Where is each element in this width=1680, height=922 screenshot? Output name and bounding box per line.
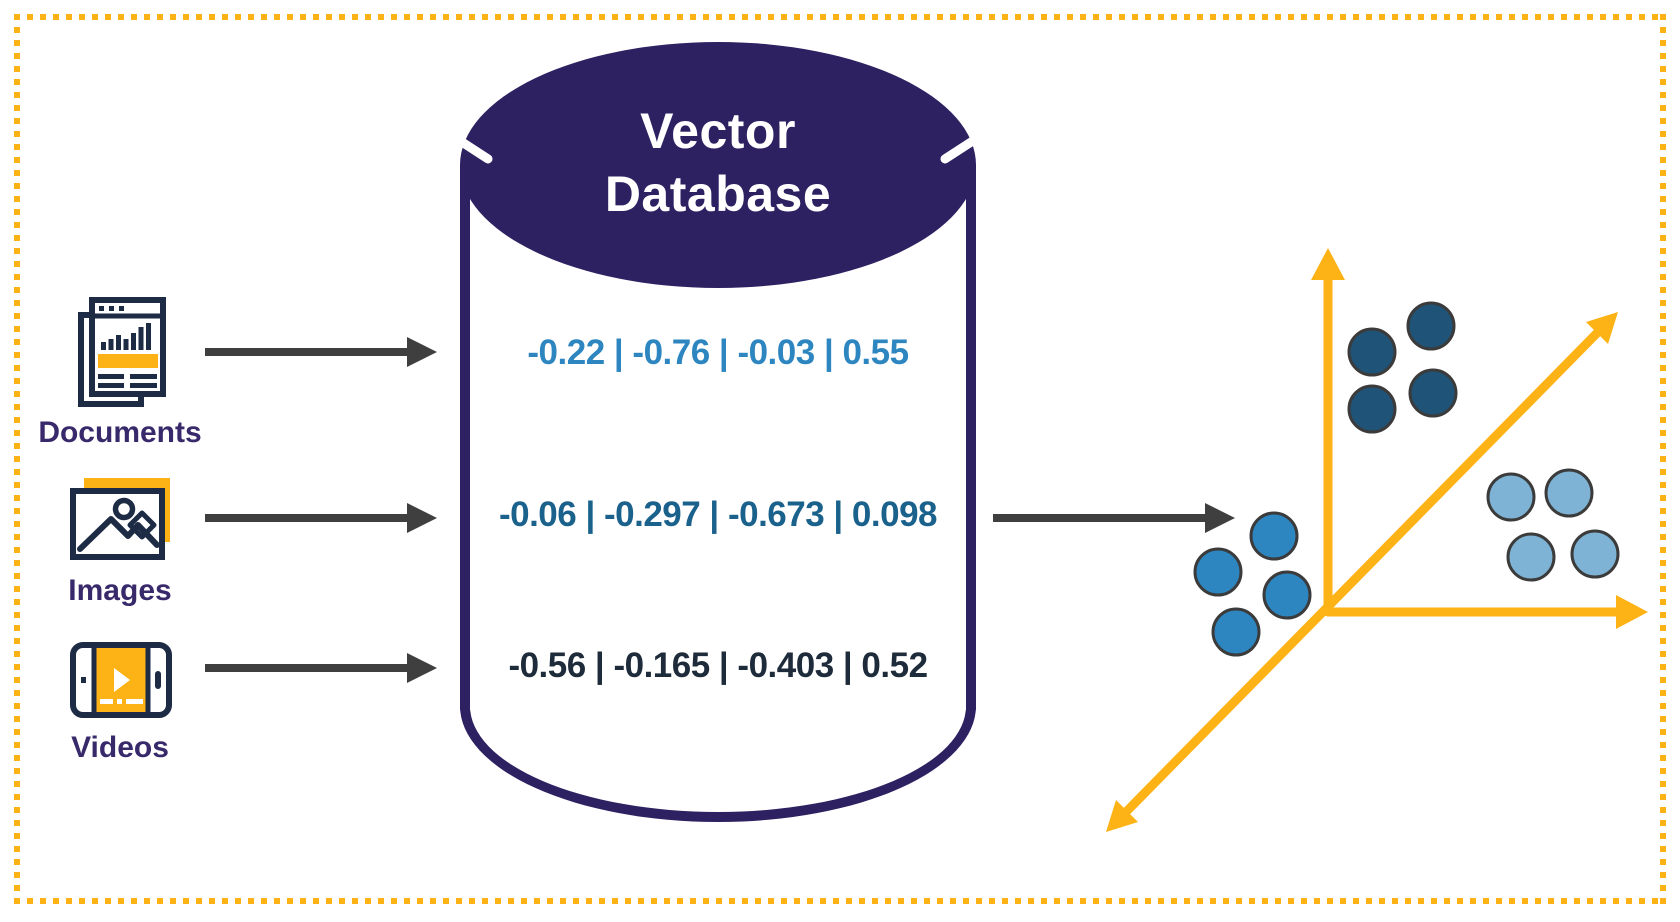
database-title: Vector Database — [460, 100, 976, 226]
embedding-dot — [1347, 384, 1397, 434]
dotted-border-top — [14, 14, 1666, 20]
embedding-space-plot — [1106, 248, 1648, 832]
embedding-dot — [1570, 529, 1620, 579]
z-axis — [1119, 325, 1605, 819]
embedding-dot — [1408, 368, 1458, 418]
source-label-videos: Videos — [71, 731, 169, 764]
embedding-dot — [1249, 511, 1299, 561]
arrow-videos-to-db — [205, 653, 437, 683]
arrow-shaft — [205, 664, 407, 672]
embedding-dot — [1486, 472, 1536, 522]
arrow-images-to-db — [205, 503, 437, 533]
documents-icon — [78, 297, 166, 407]
embedding-dot — [1262, 570, 1312, 620]
embedding-dot — [1347, 327, 1397, 377]
embedding-dot — [1193, 547, 1243, 597]
z-axis-arrowhead-down — [1106, 800, 1138, 832]
play-icon — [114, 668, 130, 692]
arrow-head — [407, 653, 437, 683]
arrow-shaft — [205, 514, 407, 522]
arrow-shaft — [993, 514, 1205, 522]
vector-row-videos: -0.56 | -0.165 | -0.403 | 0.52 — [508, 646, 928, 685]
arrow-head — [407, 503, 437, 533]
dotted-border-left — [14, 14, 20, 904]
text-lines-glyph — [98, 374, 157, 397]
embedding-cluster-left — [1193, 511, 1312, 657]
bar-chart-glyph — [101, 323, 151, 350]
images-icon — [70, 478, 170, 560]
dotted-border-right — [1660, 14, 1666, 904]
source-label-images: Images — [68, 574, 172, 607]
database-title-line1: Vector — [640, 103, 796, 159]
embedding-dot — [1406, 301, 1456, 351]
embedding-cluster-top — [1347, 301, 1458, 434]
embedding-dot — [1211, 607, 1261, 657]
cylinder-top-ellipse — [460, 42, 976, 288]
vector-row-documents: -0.22 | -0.76 | -0.03 | 0.55 — [527, 333, 909, 372]
arrow-db-to-embedding-space — [993, 503, 1235, 533]
dotted-border-bottom — [14, 898, 1666, 904]
embedding-dot — [1506, 532, 1556, 582]
embedding-cluster-right — [1486, 468, 1620, 582]
videos-icon — [70, 642, 172, 718]
vector-row-images: -0.06 | -0.297 | -0.673 | 0.098 — [498, 495, 938, 534]
arrow-documents-to-db — [205, 337, 437, 367]
source-label-documents: Documents — [38, 416, 202, 449]
z-axis-arrowhead-up — [1586, 312, 1618, 344]
y-axis-arrowhead — [1311, 248, 1345, 280]
embedding-dot — [1544, 468, 1594, 518]
arrow-shaft — [205, 348, 407, 356]
arrow-head — [407, 337, 437, 367]
database-title-line2: Database — [604, 166, 832, 222]
arrow-head — [1205, 503, 1235, 533]
x-axis-arrowhead — [1616, 595, 1648, 629]
